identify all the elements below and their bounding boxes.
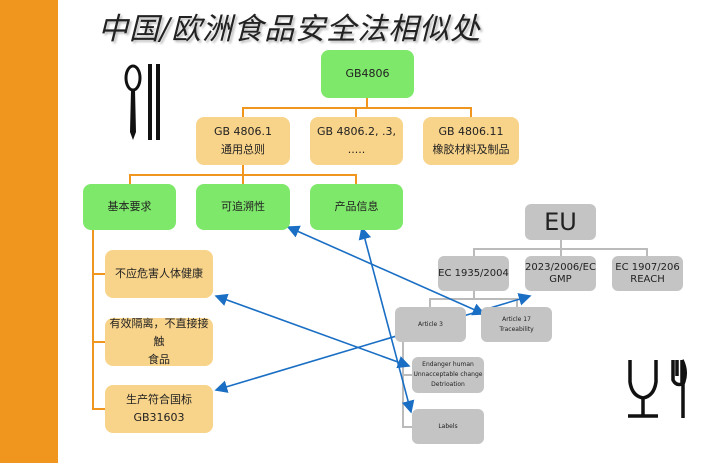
node-label: 橡胶材料及制品 (432, 143, 510, 156)
node-req-gb31603: 生产符合国标GB31603 (105, 385, 213, 433)
node-label: REACH (630, 273, 665, 285)
node-ec1935: EC 1935/2004 (438, 256, 509, 291)
node-label: GMP (549, 273, 572, 285)
node-label: EC 1907/206 (615, 261, 680, 273)
node-article-17: Article 17 Traceability (481, 307, 552, 342)
node-label: 2023/2006/EC (525, 261, 596, 273)
node-gb4806-2: GB 4806.2, .3, ..... (310, 117, 403, 165)
node-product-info: 产品信息 (310, 184, 403, 230)
node-label: GB 4806.11 (438, 125, 504, 138)
node-gb4806: GB4806 (321, 50, 414, 98)
node-label: 不应危害人体健康 (115, 267, 203, 280)
node-label: Traceability (499, 325, 534, 333)
node-article-3: Article 3 (395, 307, 466, 342)
node-traceability: 可追溯性 (196, 184, 290, 230)
node-label: Endanger human (422, 361, 474, 368)
food-safe-glass-fork-icon (628, 359, 687, 418)
node-label: 通用总则 (221, 143, 265, 156)
node-label: 食品 (148, 353, 170, 366)
node-label: EU (544, 208, 577, 236)
arrow-endanger (214, 293, 411, 369)
mapping-arrows (214, 225, 532, 414)
node-label: Detrioation (431, 381, 465, 388)
node-label: 生产符合国标GB31603 (126, 393, 192, 424)
node-eu: EU (525, 204, 596, 240)
node-label: Unnacceptable change (413, 371, 483, 378)
node-label: Labels (438, 422, 458, 430)
node-label: EC 1935/2004 (438, 268, 509, 279)
node-label: 有效隔离，不直接接触 (109, 317, 209, 348)
china-tree-lines (92, 98, 472, 410)
arrow-gmp (214, 293, 532, 393)
node-label: 产品信息 (334, 200, 379, 213)
node-label: GB4806 (345, 67, 390, 80)
page-title: 中国/欧洲食品安全法相似处 (98, 12, 482, 47)
node-label: 基本要求 (107, 200, 152, 213)
node-label: Article 17 (502, 315, 531, 323)
node-basic-requirements: 基本要求 (83, 184, 176, 230)
node-label: GB 4806.1 (213, 125, 273, 138)
node-labels: Labels (412, 409, 484, 444)
node-label: 可追溯性 (221, 200, 265, 213)
accent-bar (0, 0, 58, 463)
spoon-chopsticks-icon (124, 64, 160, 140)
node-gb4806-1: GB 4806.1 通用总则 (196, 117, 290, 165)
node-label: Article 3 (418, 320, 443, 328)
node-label: GB 4806.2, .3, ..... (316, 125, 397, 156)
node-gb4806-11: GB 4806.11 橡胶材料及制品 (423, 117, 519, 165)
node-req-health: 不应危害人体健康 (105, 250, 213, 298)
node-req-isolation: 有效隔离，不直接接触食品 (105, 317, 213, 366)
